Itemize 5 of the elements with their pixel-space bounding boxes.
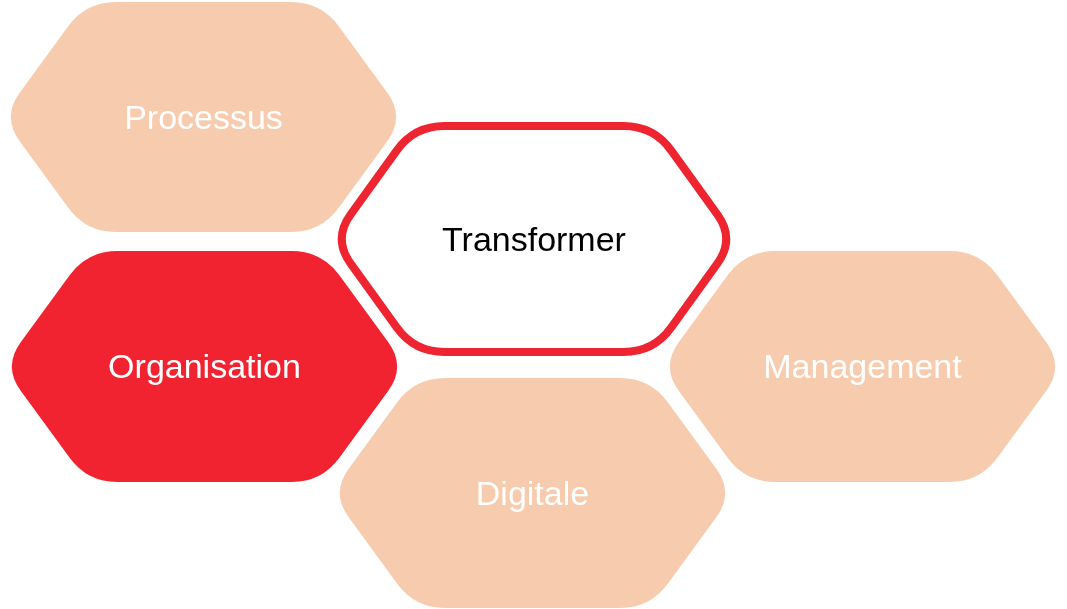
hexagon-label: Organisation — [108, 347, 301, 386]
hexagon-label: Management — [763, 347, 962, 386]
hexagon-label: Processus — [124, 97, 283, 137]
hexagon-label: Digitale — [475, 473, 590, 513]
hexagon-label: Transformer — [442, 219, 626, 259]
